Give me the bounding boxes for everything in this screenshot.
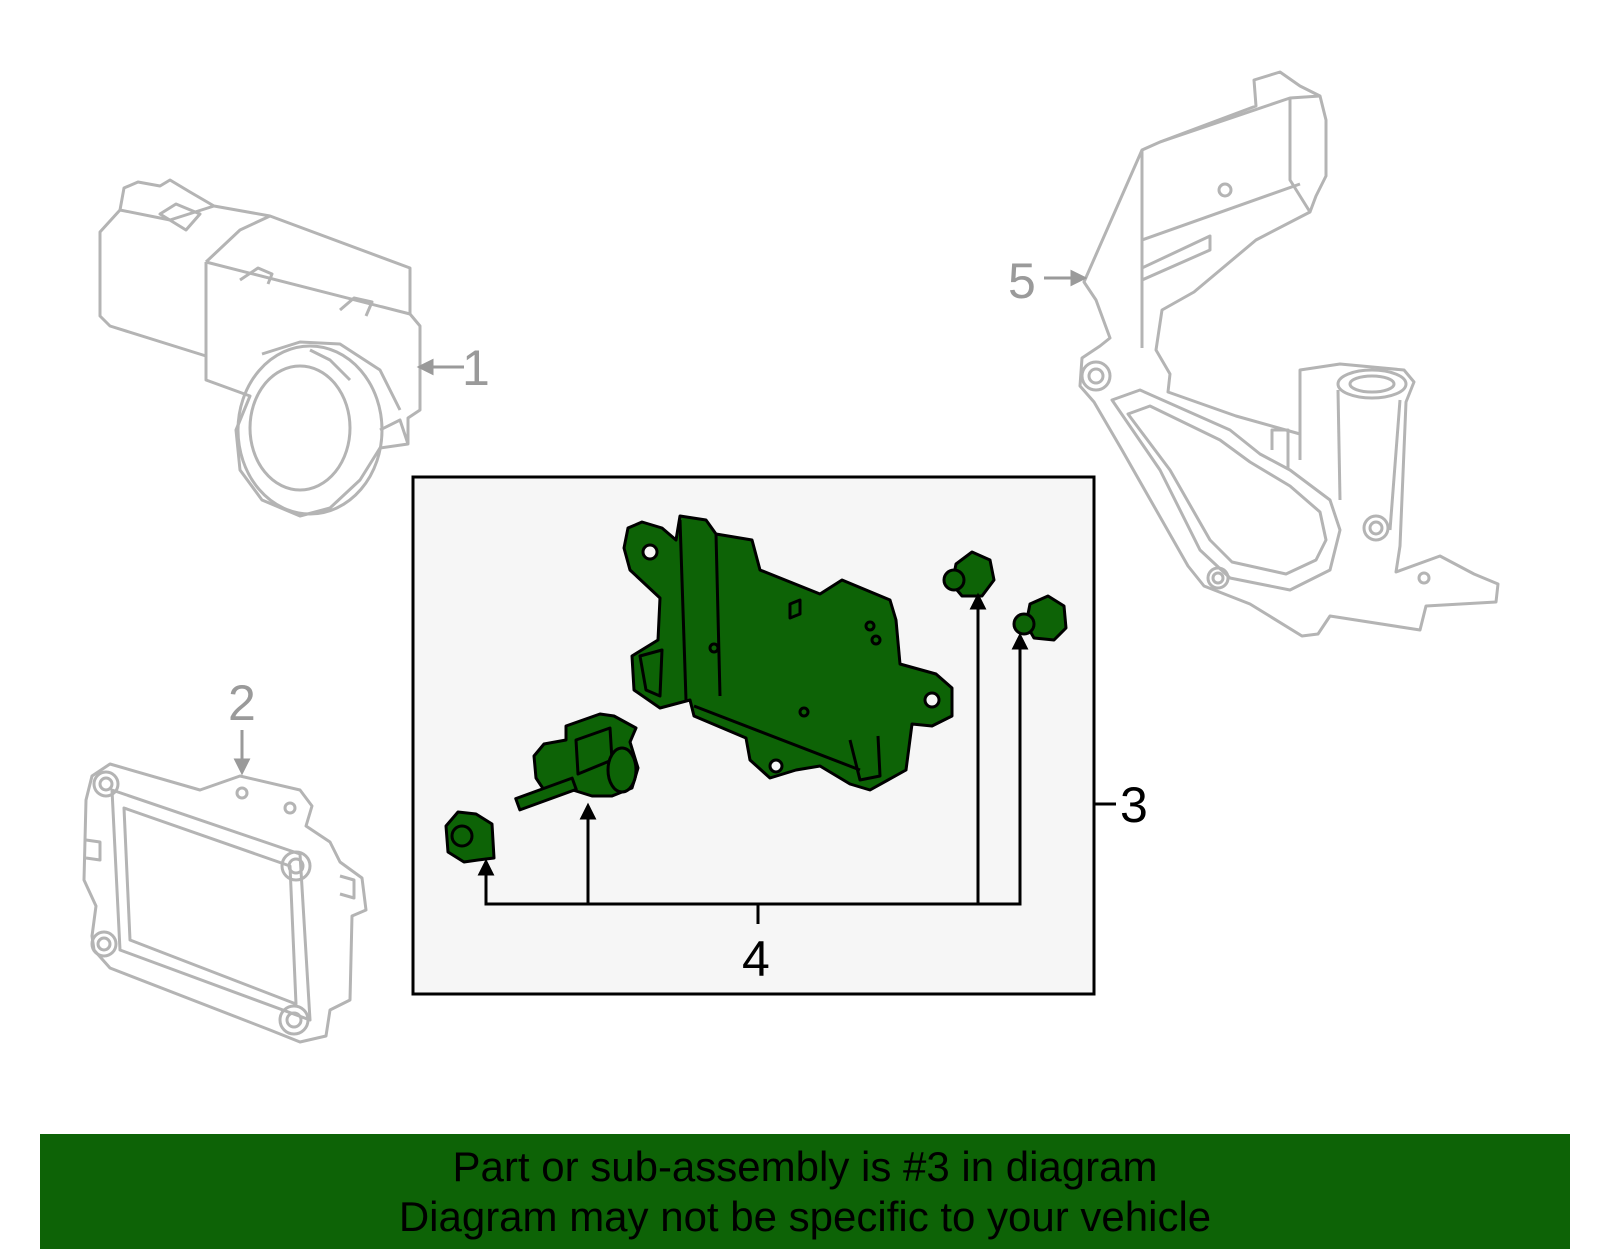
assembly-3-nut-2-part	[1012, 594, 1068, 642]
assembly-3-module-part	[622, 514, 954, 792]
assembly-3-nut-1-part	[942, 550, 996, 598]
callout-1-leader	[416, 358, 464, 376]
assembly-3-clip-part	[444, 810, 496, 864]
callout-4-leaders	[477, 592, 1029, 924]
assembly-3-pin-part	[514, 712, 640, 812]
parking-sensor-part	[98, 178, 422, 518]
callout-2-leader	[233, 730, 251, 776]
bracket-part	[1078, 70, 1500, 638]
radar-module-part	[82, 762, 368, 1044]
callout-4: 4	[742, 931, 770, 987]
banner-line-1: Part or sub-assembly is #3 in diagram	[452, 1142, 1158, 1190]
callout-5: 5	[1008, 253, 1036, 309]
callout-3: 3	[1120, 777, 1148, 833]
info-banner: Part or sub-assembly is #3 in diagram Di…	[40, 1134, 1570, 1249]
callout-5-leader	[1044, 269, 1088, 287]
callout-1: 1	[462, 340, 490, 396]
callout-2: 2	[228, 675, 256, 731]
banner-line-2: Diagram may not be specific to your vehi…	[398, 1192, 1212, 1240]
